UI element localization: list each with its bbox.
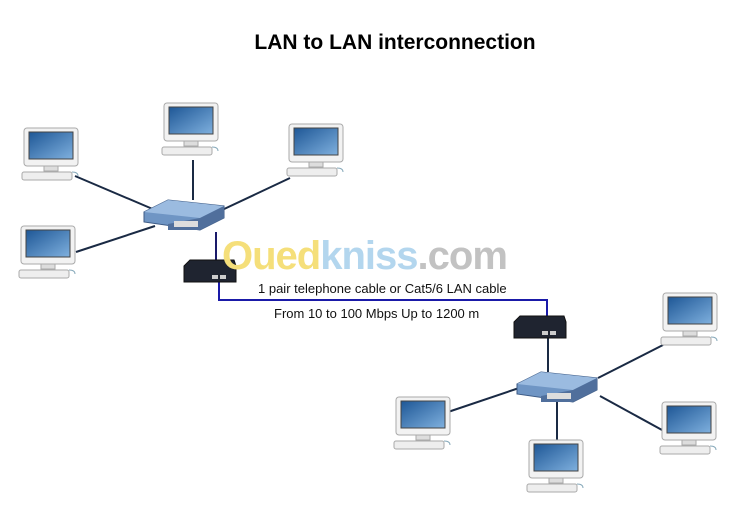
computer-icon xyxy=(526,439,584,493)
switch-icon xyxy=(143,199,225,231)
watermark-part: Oued xyxy=(222,234,321,278)
watermark-part: .com xyxy=(417,234,508,278)
lan-links-right xyxy=(447,337,664,441)
watermark: Ouedkniss.com xyxy=(222,236,508,276)
lan-extender-icon xyxy=(513,315,567,339)
speed-label: From 10 to 100 Mbps Up to 1200 m xyxy=(274,306,480,321)
watermark-part: kniss xyxy=(320,234,418,278)
computer-icon xyxy=(18,225,76,279)
computer-icon xyxy=(161,102,219,156)
lan-links-left xyxy=(74,160,291,253)
telephone-cable xyxy=(218,282,548,316)
computer-icon xyxy=(286,123,344,177)
computer-icon xyxy=(660,292,718,346)
computer-icon xyxy=(393,396,451,450)
computer-icon xyxy=(659,401,717,455)
switch-icon xyxy=(516,371,598,403)
cable-label: 1 pair telephone cable or Cat5/6 LAN cab… xyxy=(258,281,507,296)
computer-icon xyxy=(21,127,79,181)
page-title: LAN to LAN interconnection xyxy=(254,31,536,54)
